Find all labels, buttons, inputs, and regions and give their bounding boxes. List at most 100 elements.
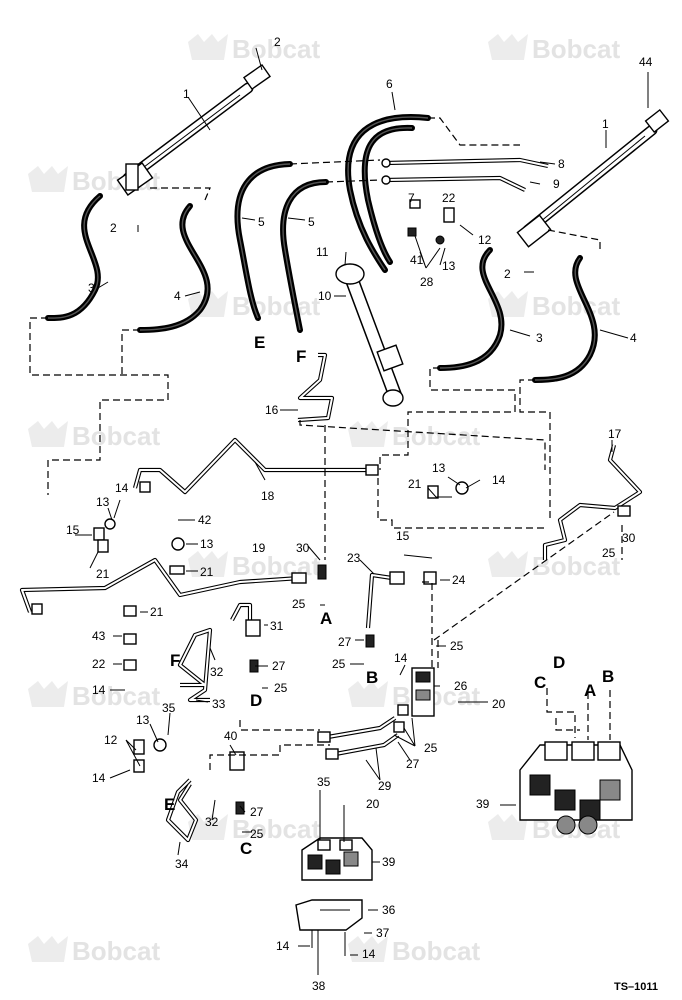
callout-6: 6 [386, 77, 393, 91]
callout-13: 13 [136, 713, 150, 727]
callout-11: 11 [316, 245, 329, 259]
connection-letter-f: F [170, 651, 180, 670]
callout-28: 28 [420, 275, 434, 289]
callout-3: 3 [536, 331, 543, 345]
watermark-text: Bobcat [72, 936, 160, 966]
callout-8: 8 [558, 157, 565, 171]
control-valve-39-small [301, 837, 373, 881]
callout-25: 25 [450, 639, 464, 653]
callout-26: 26 [454, 679, 468, 693]
callout-14: 14 [92, 771, 106, 785]
callout-21: 21 [408, 477, 422, 491]
callout-25: 25 [274, 681, 288, 695]
watermark-text: Bobcat [532, 34, 620, 64]
callout-13: 13 [200, 537, 214, 551]
watermark-logo-icon [28, 936, 68, 962]
watermark-text: Bobcat [392, 936, 480, 966]
callout-27: 27 [338, 635, 352, 649]
callout-17: 17 [608, 427, 622, 441]
callout-39: 39 [382, 855, 396, 869]
callout-1: 1 [602, 117, 609, 131]
watermark-text: Bobcat [392, 421, 480, 451]
hardware [93, 199, 469, 815]
tube-34 [165, 751, 245, 843]
callout-25: 25 [292, 597, 306, 611]
watermark-logo-icon [28, 681, 68, 707]
callout-2: 2 [110, 221, 117, 235]
callout-20: 20 [492, 697, 506, 711]
callout-13: 13 [96, 495, 110, 509]
callout-21: 21 [96, 567, 110, 581]
callout-30: 30 [296, 541, 310, 555]
callout-39: 39 [476, 797, 490, 811]
callout-14: 14 [276, 939, 290, 953]
callout-15: 15 [396, 529, 410, 543]
callout-23: 23 [347, 551, 361, 565]
callout-24: 24 [452, 573, 466, 587]
watermark-logo-icon [488, 814, 528, 840]
callout-43: 43 [92, 629, 106, 643]
connection-letter-e: E [254, 333, 265, 352]
callout-2: 2 [504, 267, 511, 281]
tubes-8-9 [381, 157, 549, 192]
callout-27: 27 [406, 757, 420, 771]
watermark-logo-icon [28, 421, 68, 447]
connection-letter-e: E [164, 795, 175, 814]
connection-letter-b: B [602, 667, 614, 686]
callout-14: 14 [492, 473, 506, 487]
callout-25: 25 [332, 657, 346, 671]
connection-letter-d: D [250, 691, 262, 710]
connection-letter-b: B [366, 668, 378, 687]
callout-37: 37 [376, 926, 390, 940]
callout-22: 22 [92, 657, 106, 671]
tube-16 [297, 352, 335, 423]
drawing-code: TS–1011 [614, 981, 658, 993]
lift-cylinder-right [516, 108, 670, 248]
callout-20: 20 [366, 797, 380, 811]
watermark-logo-icon [488, 34, 528, 60]
watermark-logo-icon [348, 421, 388, 447]
watermark-logo-icon [488, 551, 528, 577]
callout-29: 29 [378, 779, 392, 793]
callout-44: 44 [639, 55, 653, 69]
callout-35: 35 [317, 775, 331, 789]
watermark-text: Bobcat [72, 421, 160, 451]
connection-letter-a: A [320, 609, 332, 628]
callout-12: 12 [478, 233, 492, 247]
tube-18 [132, 437, 379, 495]
watermark-text: Bobcat [72, 681, 160, 711]
callout-14: 14 [115, 481, 129, 495]
callout-14: 14 [362, 947, 376, 961]
callout-32: 32 [205, 815, 219, 829]
callout-27: 27 [250, 805, 264, 819]
connection-letter-c: C [534, 673, 546, 692]
callout-13: 13 [442, 259, 456, 273]
connection-letter-f: F [296, 347, 306, 366]
callout-18: 18 [261, 489, 275, 503]
callout-25: 25 [250, 827, 264, 841]
callout-4: 4 [174, 289, 181, 303]
callout-34: 34 [175, 857, 189, 871]
callout-33: 33 [212, 697, 226, 711]
callout-9: 9 [553, 177, 560, 191]
callout-21: 21 [200, 565, 214, 579]
watermark-text: Bobcat [232, 551, 320, 581]
watermark-text: Bobcat [232, 814, 320, 844]
connection-letter-d: D [553, 653, 565, 672]
watermark-logo-icon [28, 166, 68, 192]
callout-5: 5 [308, 215, 315, 229]
watermark-logo-icon [348, 681, 388, 707]
callout-2: 2 [274, 35, 281, 49]
callout-16: 16 [265, 403, 279, 417]
callout-35: 35 [162, 701, 176, 715]
callout-13: 13 [432, 461, 446, 475]
tilt-cylinder [335, 263, 404, 407]
callout-7: 7 [408, 191, 415, 205]
callout-25: 25 [602, 546, 616, 560]
callout-21: 21 [150, 605, 164, 619]
callout-41: 41 [410, 253, 424, 267]
tube-23 [365, 571, 437, 629]
